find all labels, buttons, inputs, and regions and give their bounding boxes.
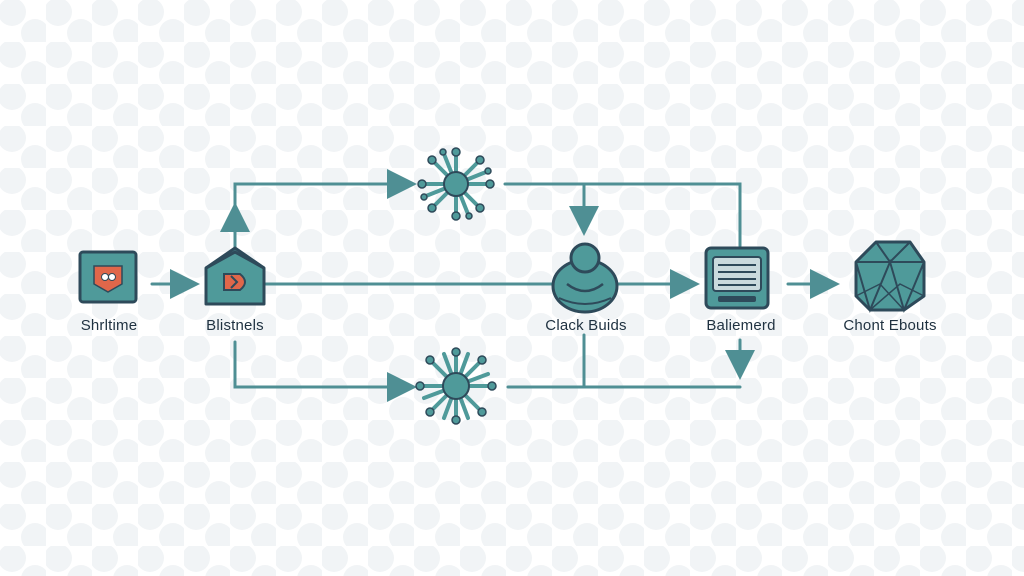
node-label-shrtime: Shrltime [80,317,138,334]
node-label-blistnels: Blistnels [206,317,264,334]
edge-top-right [503,182,742,248]
crystal-cube-icon[interactable] [854,240,926,313]
server-box-icon[interactable] [704,246,770,310]
node-label-chont-ebouts: Chont Ebouts [843,317,937,334]
edge-top-left [233,169,417,214]
virus-icon-bottom[interactable] [415,347,497,425]
shield-tag-icon[interactable] [78,250,138,304]
node-label-baliemerd: Baliemerd [706,317,776,334]
edge-bottom-left [233,340,417,402]
house-icon[interactable] [204,246,266,306]
connectors [150,169,840,402]
virus-icon-top[interactable] [417,147,495,221]
blob-figure-icon[interactable] [551,242,619,314]
node-label-clack-buids: Clack Buids [545,317,627,334]
